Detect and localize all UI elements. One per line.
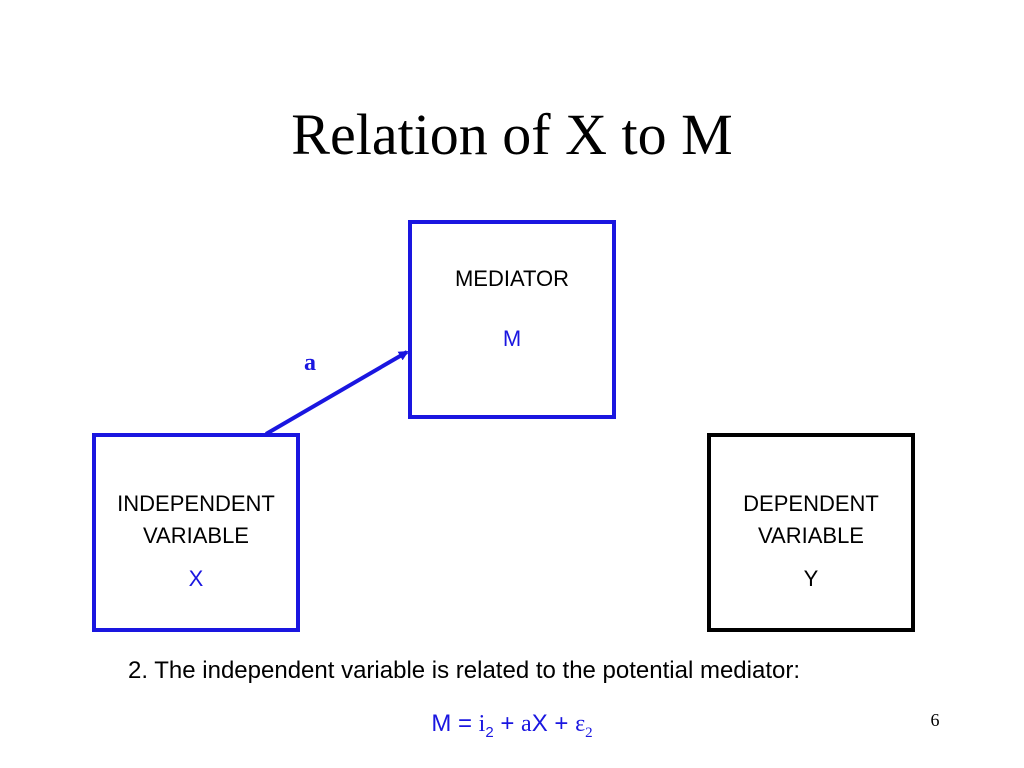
mediator-symbol: M [502,326,522,351]
equation-plus-2: + [547,710,576,737]
dependent-variable-box: DEPENDENT VARIABLE Y [707,433,915,632]
equation-plus-1: + [493,710,522,737]
equation-intercept: i [478,711,486,737]
independent-label-line1: INDEPENDENT [117,491,275,516]
independent-label-line2: VARIABLE [143,523,249,548]
equation-x: X [531,710,548,737]
dependent-symbol: Y [803,566,819,591]
independent-variable-box: INDEPENDENT VARIABLE X [92,433,300,632]
mediator-box: MEDIATOR M [408,220,616,419]
equation-intercept-subscript: 2 [485,723,494,741]
dependent-label-line2: VARIABLE [758,523,864,548]
equation-coefficient-a: a [521,711,532,737]
slide-title: Relation of X to M [291,102,733,167]
dependent-label-line1: DEPENDENT [743,491,879,516]
equation-lhs: M = [431,710,479,737]
regression-equation: M = i2 + aX + ε2 [0,708,1024,749]
mediator-label: MEDIATOR [454,266,570,291]
equation-epsilon-subscript: 2 [585,724,593,741]
independent-symbol: X [188,566,204,591]
page-number: 6 [930,710,940,730]
equation-epsilon: ε [575,711,586,737]
caption-text: 2. The independent variable is related t… [128,657,800,684]
path-a-label: a [304,350,316,376]
